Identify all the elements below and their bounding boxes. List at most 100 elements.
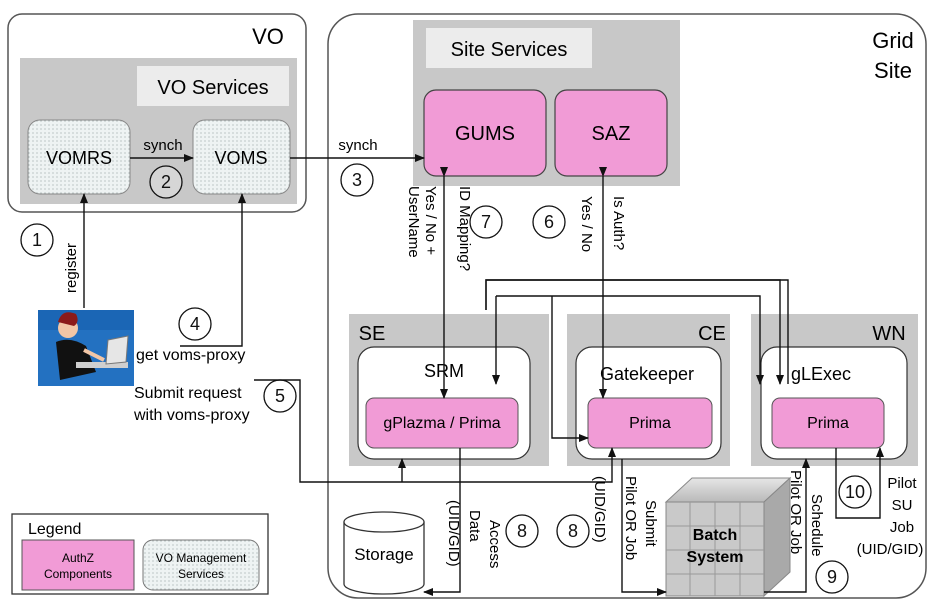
saz-query-line1: Is Auth? [610,196,627,250]
submit-job-arrow [621,459,667,596]
step-8-submit: 8 [556,514,590,548]
grid-synch-label: synch [338,137,377,154]
svg-text:4: 4 [190,314,200,334]
vo-services-title: VO Services [157,77,268,99]
access-data-line2: Data [466,510,483,542]
route-to-glexec-1 [485,279,789,384]
gplazma-label: gPlazma / Prima [383,415,500,432]
access-data-line3: (UID/GID) [445,500,462,567]
gatekeeper-label: Gatekeeper [600,364,694,384]
legend-vomgmt-line2: Services [178,567,224,581]
pilot-su-line1: Pilot [887,475,917,492]
voms-label: VOMS [214,148,267,168]
batch-label-line2: System [687,549,744,566]
wn-prima-label: Prima [807,415,849,432]
gums-node[interactable] [423,89,547,177]
submit-request-arrow [254,379,616,483]
grid-title-line2: Site [874,58,912,83]
svg-text:2: 2 [161,172,171,192]
batch-label-line1: Batch [693,527,737,544]
vomrs-label: VOMRS [46,148,112,168]
pilot-su-line2: SU [892,497,913,514]
wn-title: WN [872,323,905,345]
route-top [496,295,764,385]
ce-prima-label: Prima [629,415,671,432]
ce-title: CE [698,323,726,345]
access-data-arrow [423,448,461,596]
se-title: SE [359,323,386,345]
pilot-su-label: Pilot SU Job (UID/GID) [857,475,924,558]
submit-job-line1: Submit [642,500,659,548]
glexec-label: gLExec [791,364,851,384]
submit-label-line2: with voms-proxy [133,407,250,424]
vomrs-node[interactable] [27,119,131,195]
step-2: 2 [149,165,183,199]
saz-query-label: Is Auth? Yes / No [578,196,627,252]
storage-label: Storage [354,545,414,564]
gums-query-line3: UserName [405,186,422,258]
saz-label: SAZ [592,123,631,145]
schedule-label: Schedule Pilot OR Job [787,470,825,557]
register-label: register [63,243,80,293]
gums-query-label: ID Mapping? Yes / No + UserName [405,186,473,271]
legend-vomgmt-line1: VO Management [156,551,247,565]
svg-text:5: 5 [275,386,285,406]
step-circles: 1 2 3 4 5 6 7 8 8 9 10 [20,163,872,594]
step-10: 10 [838,475,872,509]
saz-node[interactable] [554,89,668,177]
submit-label-line1: Submit request [134,385,242,402]
svg-text:8: 8 [568,521,578,541]
get-proxy-label: get voms-proxy [136,347,245,364]
batch-system[interactable]: Batch System [664,476,792,598]
svg-text:10: 10 [845,482,865,502]
vo-region: VO VO Services VOMRS VOMS synch [7,13,307,213]
step-7: 7 [469,205,503,239]
pilot-su-loop [835,447,884,519]
submit-job-label: Submit Pilot OR Job (UID/GID) [591,476,659,560]
step-4: 4 [178,307,212,341]
grid-site-region: Grid Site Site Services GUMS SAZ SE SRM … [327,13,927,599]
legend-authz-line2: Components [44,567,112,581]
wn-prima-node[interactable] [771,397,885,449]
gums-query-line1: ID Mapping? [456,186,473,271]
route-mid [551,296,589,442]
step-9: 9 [815,560,849,594]
svg-text:7: 7 [481,212,491,232]
svg-text:8: 8 [517,521,527,541]
step-5: 5 [263,379,297,413]
vo-title: VO [252,24,284,49]
grid-title-line1: Grid [872,28,914,53]
storage-cylinder[interactable]: Storage [343,511,425,595]
pilot-su-line4: (UID/GID) [857,541,924,558]
svg-text:9: 9 [827,567,837,587]
gums-query-line2: Yes / No + [422,186,439,255]
legend-authz-swatch [21,539,135,591]
step-8-access: 8 [505,514,539,548]
svg-text:6: 6 [544,212,554,232]
submit-job-line2: Pilot OR Job [622,476,639,560]
svg-text:3: 3 [352,170,362,190]
submit-job-line3: (UID/GID) [591,476,608,543]
legend-vomgmt-swatch [142,539,260,591]
saz-query-line2: Yes / No [578,196,595,252]
legend-title: Legend [28,521,81,538]
ce-prima-node[interactable] [587,397,713,449]
get-proxy-arrow [180,193,246,347]
site-services-title: Site Services [451,39,568,61]
svg-text:1: 1 [32,230,42,250]
schedule-line2: Pilot OR Job [787,470,804,554]
gums-label: GUMS [455,123,515,145]
access-data-label: Access Data (UID/GID) [445,500,503,568]
schedule-arrow [764,458,810,593]
step-3: 3 [340,163,374,197]
legend: Legend AuthZ Components VO Management Se… [11,513,269,595]
connectors [80,154,884,596]
access-data-line1: Access [486,520,503,568]
vo-synch-label: synch [143,137,182,154]
pilot-su-line3: Job [890,519,914,536]
user-figure-icon [38,310,134,386]
step-6: 6 [532,205,566,239]
legend-authz-line1: AuthZ [62,551,94,565]
step-1: 1 [20,223,54,257]
